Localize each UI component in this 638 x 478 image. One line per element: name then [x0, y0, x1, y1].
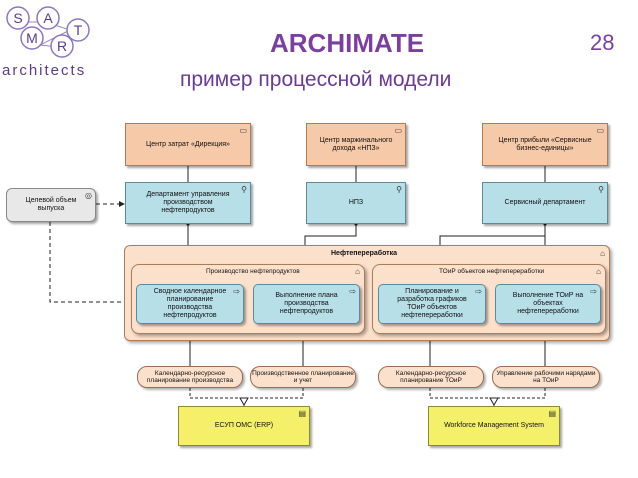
- process-plan-execution[interactable]: Выполнение плана производства нефтепроду…: [253, 284, 360, 324]
- logo-letter-t: T: [74, 22, 83, 38]
- role-npz[interactable]: НПЗ ⚲: [306, 182, 406, 224]
- company-logo: S A T M R architects: [0, 0, 110, 80]
- process-arrow-icon: ⇨: [475, 287, 482, 296]
- process-toir-planning-label: Планирование и разработка графиков ТОиР …: [397, 288, 467, 319]
- application-icon: ▤: [548, 409, 556, 418]
- role-icon: ⚲: [396, 185, 402, 194]
- system-erp[interactable]: ЕСУП ОМС (ERP) ▤: [178, 406, 310, 446]
- logo-letter-a: A: [43, 10, 53, 26]
- subgroup-maintenance-label: ТОиР объектов нефтепереработки: [439, 268, 545, 275]
- actor-icon: ▭: [394, 126, 402, 135]
- process-arrow-icon: ⇨: [233, 287, 240, 296]
- actor-cost-center[interactable]: Центр затрат «Дирекция» ▭: [125, 123, 251, 166]
- service-calendar-resource-prod-label: Календарно-ресурсное планирование произв…: [146, 369, 234, 385]
- service-production-planning[interactable]: Производственное планирование и учет: [250, 366, 356, 388]
- function-icon: ⌂: [355, 267, 360, 276]
- role-icon: ⚲: [241, 185, 247, 194]
- logo-letter-m: M: [26, 30, 38, 46]
- service-work-order-mgmt[interactable]: Управление рабочими нарядами на ТОиР: [492, 366, 600, 388]
- process-arrow-icon: ⇨: [349, 287, 356, 296]
- process-toir-planning[interactable]: Планирование и разработка графиков ТОиР …: [378, 284, 486, 324]
- system-erp-label: ЕСУП ОМС (ERP): [214, 422, 274, 429]
- logo-letter-s: S: [13, 10, 22, 26]
- logo-letter-r: R: [57, 38, 67, 54]
- service-calendar-resource-toir-label: Календарно-ресурсное планирование ТОиР: [395, 369, 467, 385]
- process-arrow-icon: ⇨: [590, 287, 597, 296]
- process-plan-execution-label: Выполнение плана производства нефтепроду…: [275, 292, 338, 315]
- process-toir-execution-label: Выполнение ТОиР на объектах нефтеперераб…: [512, 292, 584, 315]
- actor-margin-center-label: Центр маржинального дохода «НПЗ»: [319, 136, 393, 152]
- slide-subtitle: пример процессной модели: [180, 68, 452, 91]
- process-consolidated-plan[interactable]: Сводное календарное планирование произво…: [136, 284, 244, 324]
- logo-text: architects: [2, 62, 87, 79]
- subgroup-production-label: Производство нефтепродуктов: [206, 268, 300, 275]
- process-consolidated-plan-label: Сводное календарное планирование произво…: [153, 288, 227, 319]
- role-service-dept-label: Сервисный департамент: [504, 199, 586, 206]
- page-number: 28: [590, 30, 615, 55]
- goal-icon: ◎: [85, 191, 92, 200]
- actor-icon: ▭: [239, 126, 247, 135]
- role-service-dept[interactable]: Сервисный департамент ⚲: [482, 182, 608, 224]
- service-calendar-resource-toir[interactable]: Календарно-ресурсное планирование ТОиР: [378, 366, 484, 388]
- actor-cost-center-label: Центр затрат «Дирекция»: [146, 140, 230, 148]
- group-oil-refining-label: Нефтепереработка: [331, 250, 398, 257]
- service-calendar-resource-prod[interactable]: Календарно-ресурсное планирование произв…: [137, 366, 243, 388]
- service-work-order-mgmt-label: Управление рабочими нарядами на ТОиР: [496, 369, 596, 385]
- actor-margin-center[interactable]: Центр маржинального дохода «НПЗ» ▭: [306, 123, 406, 166]
- goal-target-volume-label: Целевой объем выпуска: [25, 197, 77, 212]
- actor-profit-center-label: Центр прибыли «Сервисные бизнес-единицы»: [498, 136, 592, 152]
- role-npz-label: НПЗ: [348, 199, 364, 206]
- role-icon: ⚲: [598, 185, 604, 194]
- role-department-mgmt[interactable]: Департамент управления производством неф…: [125, 182, 251, 224]
- actor-icon: ▭: [596, 126, 604, 135]
- actor-profit-center[interactable]: Центр прибыли «Сервисные бизнес-единицы»…: [482, 123, 608, 166]
- function-icon: ⌂: [600, 249, 605, 258]
- process-toir-execution[interactable]: Выполнение ТОиР на объектах нефтеперераб…: [495, 284, 601, 324]
- goal-target-volume[interactable]: Целевой объем выпуска ◎: [6, 188, 96, 222]
- service-production-planning-label: Производственное планирование и учет: [252, 369, 354, 385]
- system-wms[interactable]: Workforce Management System ▤: [428, 406, 560, 446]
- application-icon: ▤: [298, 409, 306, 418]
- system-wms-label: Workforce Management System: [444, 422, 544, 429]
- function-icon: ⌂: [596, 267, 601, 276]
- role-department-mgmt-label: Департамент управления производством неф…: [146, 191, 230, 214]
- logo-circles: S A T M R: [6, 6, 90, 58]
- slide-title: ARCHIMATE: [270, 28, 425, 58]
